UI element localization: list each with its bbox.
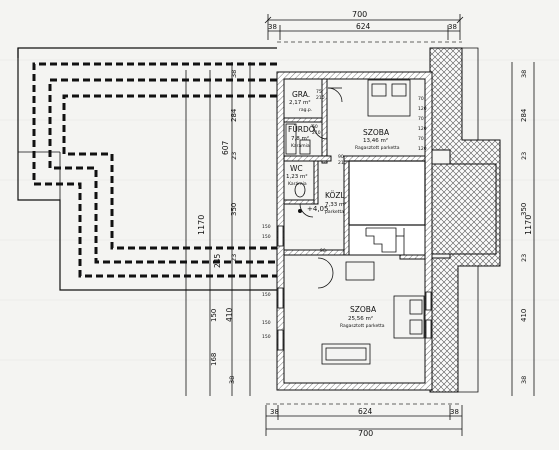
door-mark-6: 210: [338, 160, 347, 166]
window-mark-3: 150: [262, 292, 271, 298]
left-inner-dim-7: 168: [210, 353, 218, 366]
wc-floor: Karámia: [288, 180, 307, 187]
right-outer-dim: 1170: [524, 215, 533, 235]
left-mid-dim-3: 410: [225, 307, 234, 322]
left-inner-dim-3: 23: [230, 152, 238, 160]
washbasin: [299, 139, 311, 155]
room-label-kozl: KÖZL. 7,33 m² parketta: [325, 191, 347, 215]
right-dim-5: 23: [520, 254, 528, 262]
roof-outline-left: [17, 47, 277, 291]
left-outer-dim: 1170: [197, 215, 206, 235]
bottom-seg-mid: 624: [358, 407, 373, 416]
sofa: [321, 343, 371, 365]
szoba-bottom-area: 25,56 m²: [348, 315, 373, 322]
doors: [299, 87, 343, 289]
outer-walls: [276, 71, 433, 391]
roof-terrace-right: [429, 47, 501, 393]
bed-top: [367, 79, 411, 117]
door-mark-7: 90: [320, 248, 326, 254]
bottom-seg-left: 38: [270, 408, 279, 416]
room-label-wc: WC 1,23 m² Karámia: [286, 164, 308, 187]
wc-name: WC: [290, 164, 303, 173]
wc-area: 1,23 m²: [286, 173, 308, 180]
left-inner-dim-6: 150: [210, 309, 218, 322]
kozl-floor: parketta: [325, 209, 344, 215]
stair-opening: [348, 160, 426, 256]
bed-bottom: [393, 295, 425, 339]
furdo-area: 7,8 m²: [291, 135, 309, 142]
door-mark-2: 210: [316, 95, 325, 101]
room-label-furdo: FÜRDŐ 7,8 m² Karámia: [288, 125, 315, 149]
gra-area: 2,17 m²: [289, 99, 311, 106]
left-inner-dim-4: 350: [230, 203, 238, 216]
top-dimension-chain: 700 38 624 38: [264, 10, 464, 40]
szoba-top-name: SZOBA: [363, 128, 390, 137]
right-dimension-chain: 1170 38 284 23 350 23 410 38: [511, 62, 535, 396]
room-label-gra: GRA. 2,17 m² rag.p.: [289, 90, 312, 113]
kozl-area: 7,33 m²: [325, 201, 347, 208]
right-dim-4: 350: [520, 203, 528, 216]
furdo-name: FÜRDŐ: [288, 125, 315, 134]
bed-mark-5: 70: [418, 136, 424, 142]
left-inner-dim-2: 284: [230, 108, 238, 122]
desk: [345, 261, 375, 281]
window-mark-4: 150: [262, 320, 271, 326]
level-marker: [298, 209, 302, 213]
left-inner-dim-1: 38: [230, 70, 238, 78]
level-annotation: +4,05: [307, 205, 328, 213]
left-inner-dim-8: 38: [228, 376, 236, 384]
furdo-floor: Karámia: [291, 142, 310, 149]
top-total-dim: 700: [352, 10, 367, 19]
bed-mark-4: 120: [418, 126, 427, 132]
bottom-total-dim: 700: [358, 429, 373, 438]
bed-mark-3: 70: [418, 116, 424, 122]
skylight-terrace: [431, 163, 497, 255]
bed-mark-6: 120: [418, 146, 427, 152]
bed-mark-1: 70: [418, 96, 424, 102]
left-inner-dim-5: 23: [230, 254, 238, 262]
right-dim-1: 38: [520, 70, 528, 78]
szoba-bottom-name: SZOBA: [350, 305, 377, 314]
windows: [277, 225, 432, 351]
door-mark-3: 60: [312, 124, 318, 130]
window-mark-5: 150: [262, 334, 271, 340]
door-mark-1: 75: [316, 89, 322, 95]
gra-floor: rag.p.: [299, 107, 312, 113]
window-mark-1: 150: [262, 224, 271, 230]
bed-mark-2: 120: [418, 106, 427, 112]
door-mark-4: 210: [312, 130, 321, 136]
toilet: [294, 182, 306, 198]
szoba-top-area: 13,46 m²: [363, 137, 388, 144]
room-label-szoba-top: SZOBA 13,46 m² Ragasztott parketta: [355, 128, 400, 151]
right-dim-6: 410: [520, 309, 528, 322]
kozl-name: KÖZL.: [325, 191, 347, 200]
room-label-szoba-bottom: SZOBA 25,56 m² Ragasztott parketta: [340, 305, 385, 329]
shower: [285, 123, 297, 155]
door-mark-5: 90: [338, 154, 344, 160]
window-mark-2: 150: [262, 234, 271, 240]
right-dim-3: 23: [520, 152, 528, 160]
bottom-seg-right: 38: [450, 408, 459, 416]
szoba-top-floor: Ragasztott parketta: [355, 145, 400, 151]
top-seg-mid: 624: [356, 22, 371, 31]
top-seg-right: 38: [448, 23, 457, 31]
left-mid-dim-1: 607: [221, 140, 230, 155]
gra-name: GRA.: [292, 90, 310, 99]
opening-annotations: 75 210 60 210 90 210 90 150 150 150 150 …: [262, 89, 427, 340]
fixtures: [285, 79, 425, 365]
right-dim-2: 284: [520, 108, 528, 122]
szoba-bottom-floor: Ragasztott parketta: [340, 323, 385, 329]
top-seg-left: 38: [268, 23, 277, 31]
bottom-dimension-chain: 38 624 38 700: [265, 405, 463, 438]
left-dimension-chain: 1170 607 245 410 38 284 23 350 23 150 16…: [185, 62, 251, 396]
right-dim-7: 38: [520, 376, 528, 384]
